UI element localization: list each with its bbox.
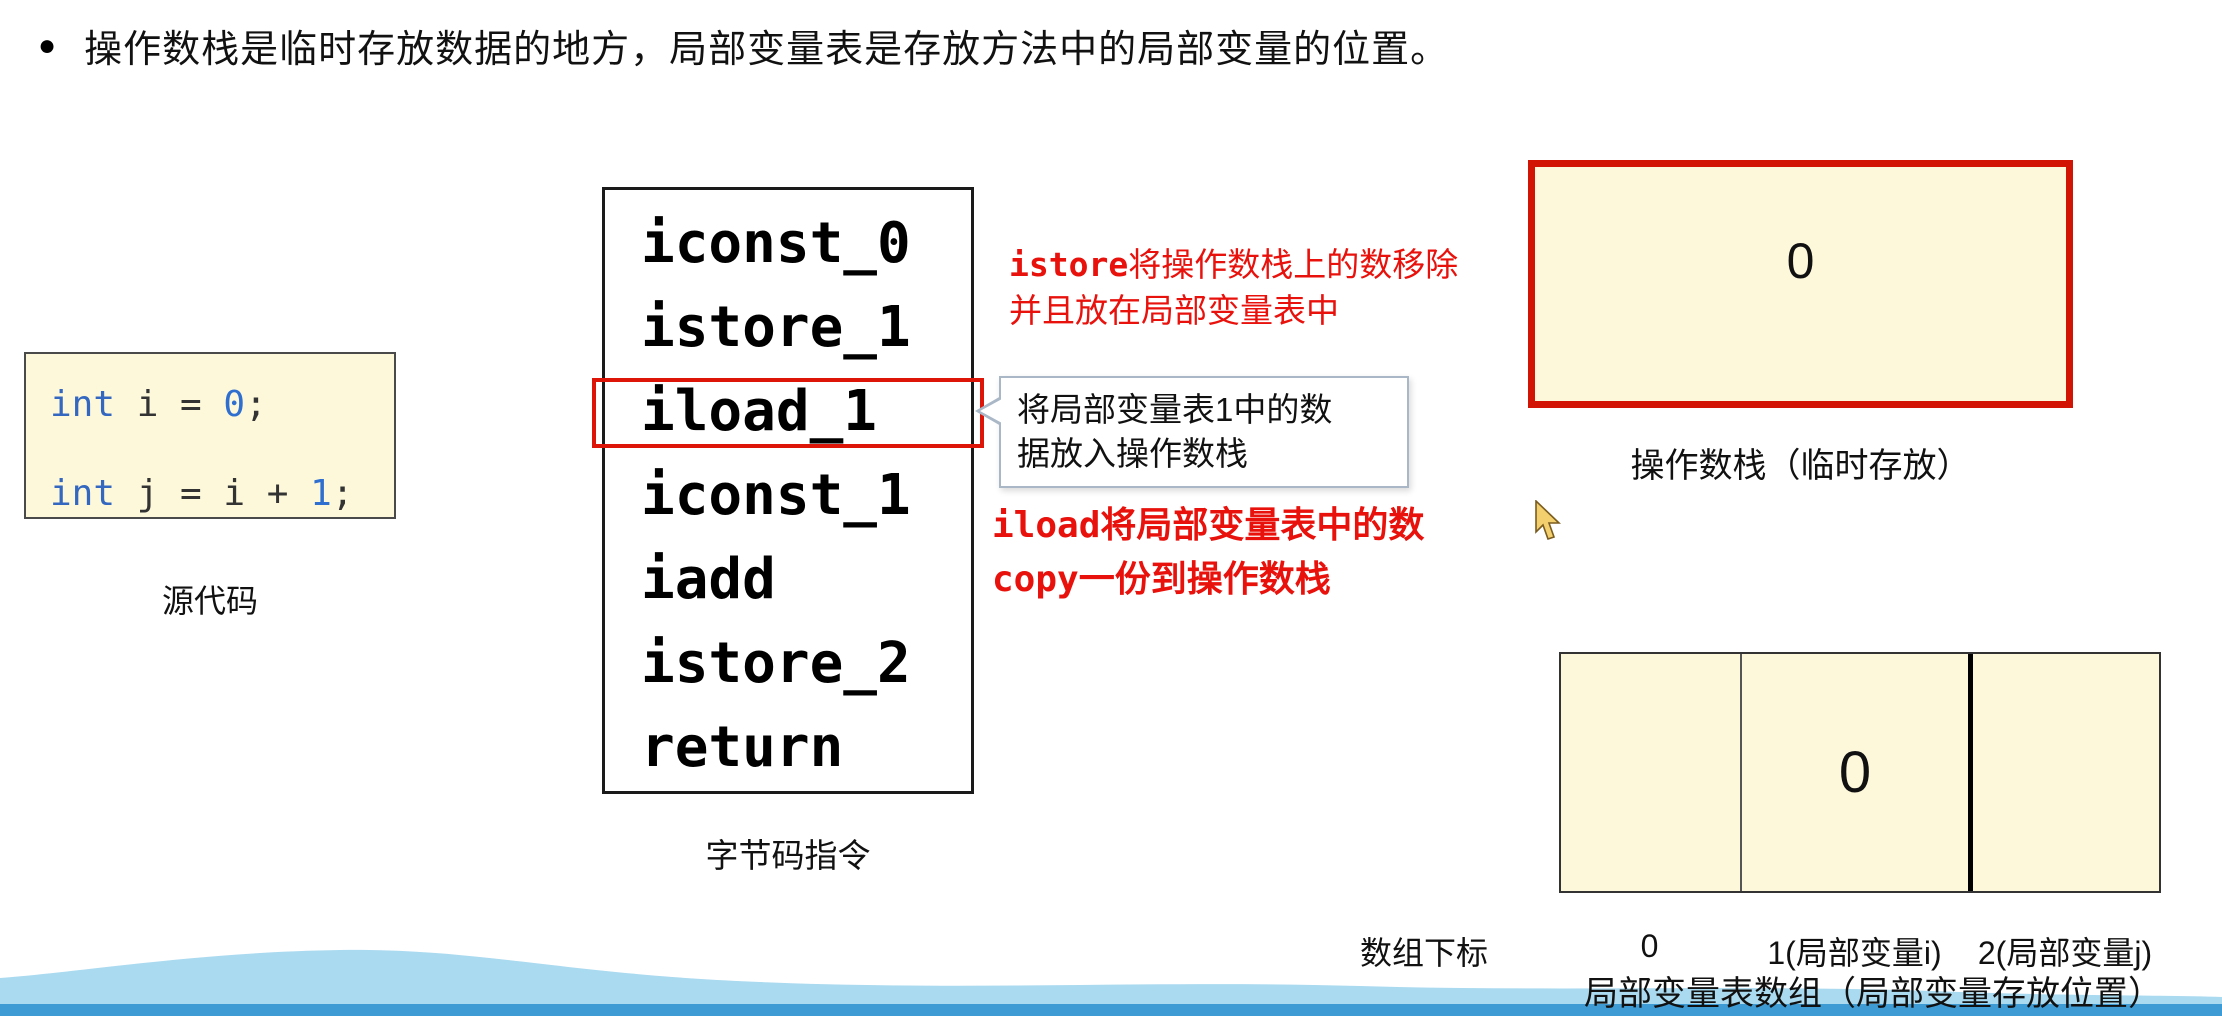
code-keyword: int	[50, 473, 116, 514]
istore-annotation-line-1: istore将操作数栈上的数移除	[1009, 242, 1458, 288]
code-text: ;	[245, 384, 267, 425]
operand-stack-box: 0	[1528, 160, 2073, 408]
istore-annotation-line-2: 并且放在局部变量表中	[1009, 292, 1339, 329]
code-number: 0	[223, 384, 246, 425]
code-keyword: int	[50, 384, 116, 425]
iload-annotation: iload将局部变量表中的数 copy一份到操作数栈	[992, 498, 1424, 606]
iload-annotation-line-1: iload将局部变量表中的数	[992, 498, 1424, 552]
mouse-cursor-icon	[1535, 500, 1561, 541]
source-code-line-1: int i = 0;	[50, 380, 267, 430]
iload-annotation-line-2: copy一份到操作数栈	[992, 552, 1424, 606]
bytecode-instruction: iconst_0	[641, 211, 911, 276]
copy-code-text: copy	[992, 559, 1079, 600]
istore-annotation-text: 将操作数栈上的数移除	[1128, 246, 1459, 283]
bytecode-label: 字节码指令	[705, 837, 871, 874]
code-text: j = i +	[115, 473, 311, 514]
bullet-icon: ●	[38, 28, 57, 62]
source-code-panel: int i = 0; int j = i + 1;	[24, 352, 396, 519]
source-code-label: 源代码	[161, 583, 258, 619]
array-index-row-label: 数组下标	[1360, 935, 1489, 971]
local-variable-cell-2	[1967, 654, 2159, 891]
iload-annotation-text: 将局部变量表中的数	[1100, 504, 1425, 545]
istore-annotation: istore将操作数栈上的数移除 并且放在局部变量表中	[1009, 242, 1458, 334]
iload-annotation-text: 一份到操作数栈	[1078, 558, 1331, 599]
bytecode-panel: iconst_0 istore_1 iload_1 iconst_1 iadd …	[602, 187, 974, 794]
callout-line-1: 将局部变量表1中的数	[1017, 391, 1333, 428]
bottom-wave-decoration	[0, 949, 2222, 1016]
callout-pointer-icon	[980, 399, 1002, 423]
bytecode-instruction: istore_2	[641, 631, 911, 696]
bytecode-instruction: return	[641, 715, 844, 780]
code-text: ;	[331, 473, 354, 514]
array-index-0: 0	[1640, 928, 1659, 964]
heading: ● 操作数栈是临时存放数据的地方，局部变量表是存放方法中的局部变量的位置。	[38, 18, 1449, 73]
array-index-2: 2(局部变量j)	[1977, 935, 2153, 971]
operand-stack-label: 操作数栈（临时存放）	[1630, 447, 1971, 485]
operand-stack-value: 0	[1786, 233, 1815, 289]
iload-callout-bubble: 将局部变量表1中的数 据放入操作数栈	[975, 376, 1409, 488]
local-variable-cell-1: 0	[1740, 654, 1967, 891]
code-number: 1	[310, 473, 332, 514]
local-variable-table-caption: 局部变量表数组（局部变量存放位置）	[1584, 975, 2162, 1013]
code-text: i =	[115, 384, 224, 425]
bytecode-instruction: istore_1	[641, 295, 911, 360]
array-index-1: 1(局部变量i)	[1767, 935, 1942, 971]
bytecode-instruction-highlighted: iload_1	[641, 379, 878, 444]
source-code-line-2: int j = i + 1;	[50, 469, 353, 519]
istore-code-text: istore	[1009, 245, 1129, 284]
bytecode-instruction: iconst_1	[641, 463, 911, 528]
callout-line-2: 据放入操作数栈	[1017, 435, 1248, 472]
bytecode-instruction: iadd	[641, 547, 776, 612]
local-variable-cell-0	[1561, 654, 1740, 891]
iload-code-text: iload	[992, 505, 1101, 546]
local-variable-table: 0	[1559, 652, 2161, 893]
heading-text: 操作数栈是临时存放数据的地方，局部变量表是存放方法中的局部变量的位置。	[84, 29, 1450, 71]
